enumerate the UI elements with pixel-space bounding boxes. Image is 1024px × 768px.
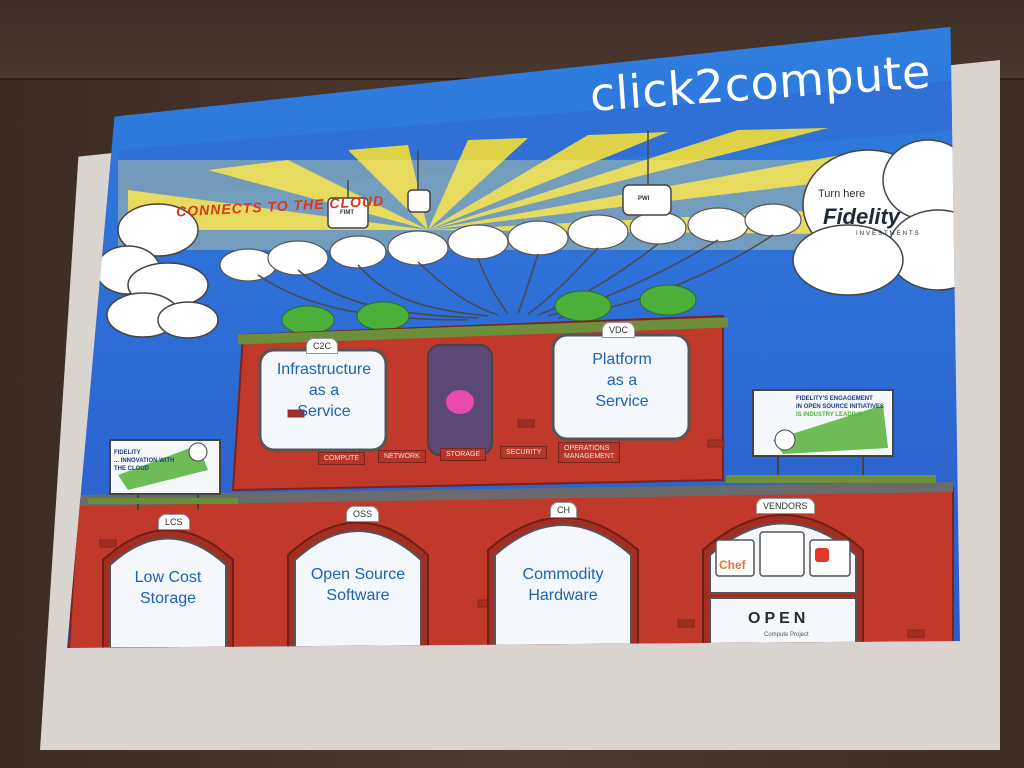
billboard-left [109, 439, 221, 510]
grass-right [726, 475, 936, 483]
brand-name: Fidelity [823, 204, 901, 229]
billboard-line: ... INNOVATION WITH [114, 457, 175, 464]
slide-illustration [67, 26, 960, 648]
rooftop-bushes [281, 284, 697, 335]
title-band [118, 80, 958, 200]
plug-icon [327, 184, 672, 229]
vendor-logo-red [815, 548, 829, 562]
chef-logo: Chef [719, 558, 746, 572]
window-tag: LCS [158, 514, 190, 530]
window-line: Service [595, 392, 649, 410]
lower-roof-ledge [76, 482, 953, 506]
service-tag-network: NETWORK [378, 450, 426, 463]
service-tag-security: SECURITY [500, 446, 548, 459]
window-line: Software [326, 586, 390, 604]
billboard-right [752, 389, 894, 480]
open-compute-sub: Compute Project [764, 632, 809, 638]
stained-glass-emblem [446, 390, 474, 414]
billboard-left-text: FIDELITY ... INNOVATION WITH THE CLOUD [114, 450, 194, 473]
service-tag-compute: COMPUTE [318, 452, 365, 465]
window-line: as a [606, 371, 638, 389]
window-line: Low Cost [134, 569, 202, 586]
window-line: Open Source [310, 566, 406, 583]
window-tag: VENDORS [756, 498, 815, 514]
window-tag: CH [550, 502, 577, 518]
window-line: Hardware [528, 586, 598, 604]
window-line: Storage [139, 589, 197, 607]
window-label-paas: Platform as a Service [556, 350, 688, 412]
window-line: Infrastructure [276, 361, 372, 378]
grass-left [88, 498, 238, 504]
billboard-line: FIDELITY'S ENGAGEMENT [796, 396, 873, 402]
billboard-line: THE CLOUD [114, 465, 149, 472]
window-line: as a [308, 381, 340, 399]
window-tag: VDC [602, 322, 636, 338]
window-line: Service [297, 402, 351, 420]
brand-sub: INVESTMENTS [856, 231, 921, 237]
window-line: Platform [592, 351, 652, 368]
billboard-line: FIDELITY [114, 450, 141, 456]
billboard-right-text: FIDELITY'S ENGAGEMENT IN OPEN SOURCE INI… [796, 396, 888, 419]
slide: click2compute CONNECTS TO THE CLOUD Turn… [67, 26, 960, 648]
service-tag-storage: STORAGE [440, 448, 487, 461]
window-label-storage: Low Cost Storage [110, 568, 226, 610]
billboard-line: IS INDUSTRY LEADING [796, 411, 863, 418]
plug-label: PWI [638, 196, 650, 202]
window-tag: OSS [346, 506, 380, 522]
window-line: Commodity [522, 566, 604, 583]
left-cloud [95, 203, 219, 339]
window-label-software: Open Source Software [295, 565, 421, 607]
plug-label: FIMT [340, 210, 354, 216]
right-cloud [792, 139, 960, 296]
open-compute-logo: OPEN [748, 610, 810, 627]
window-label-iaas: Infrastructure as a Service [262, 360, 386, 422]
billboard-line: IN OPEN SOURCE INITIATIVES [796, 403, 884, 410]
brand-prefix: Turn here [818, 188, 866, 200]
window-label-hardware: Commodity Hardware [495, 565, 631, 607]
service-tag-operations: OPERATIONS MANAGEMENT [558, 442, 620, 464]
window-tag: C2C [306, 338, 339, 354]
